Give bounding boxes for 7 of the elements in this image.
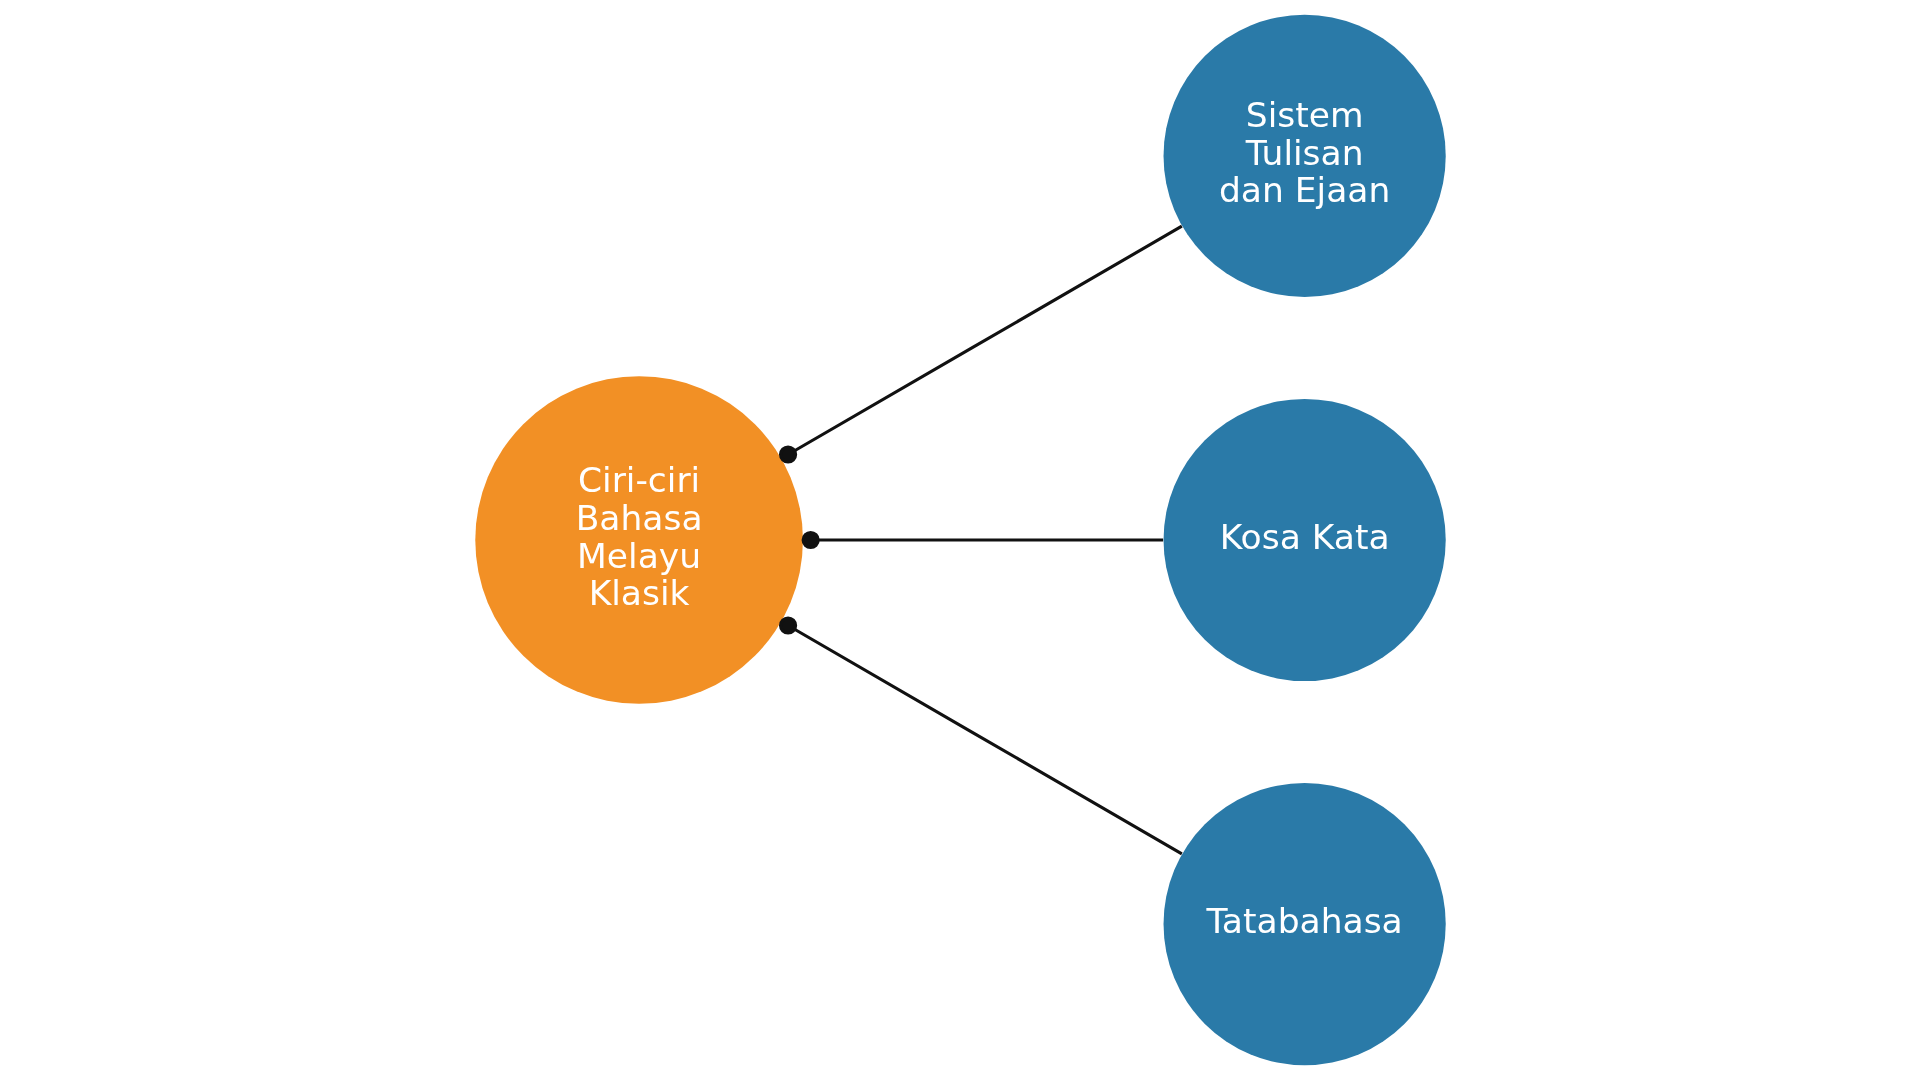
node-circle: Tatabahasa <box>1163 783 1446 1066</box>
connector <box>801 530 1163 550</box>
connector <box>778 224 1183 464</box>
node-circle: Ciri-ciri Bahasa Melayu Klasik <box>474 376 803 704</box>
connector <box>778 616 1183 856</box>
node-circle: Kosa Kata <box>1163 398 1446 682</box>
node-circle: Sistem Tulisan dan Ejaan <box>1163 14 1446 297</box>
